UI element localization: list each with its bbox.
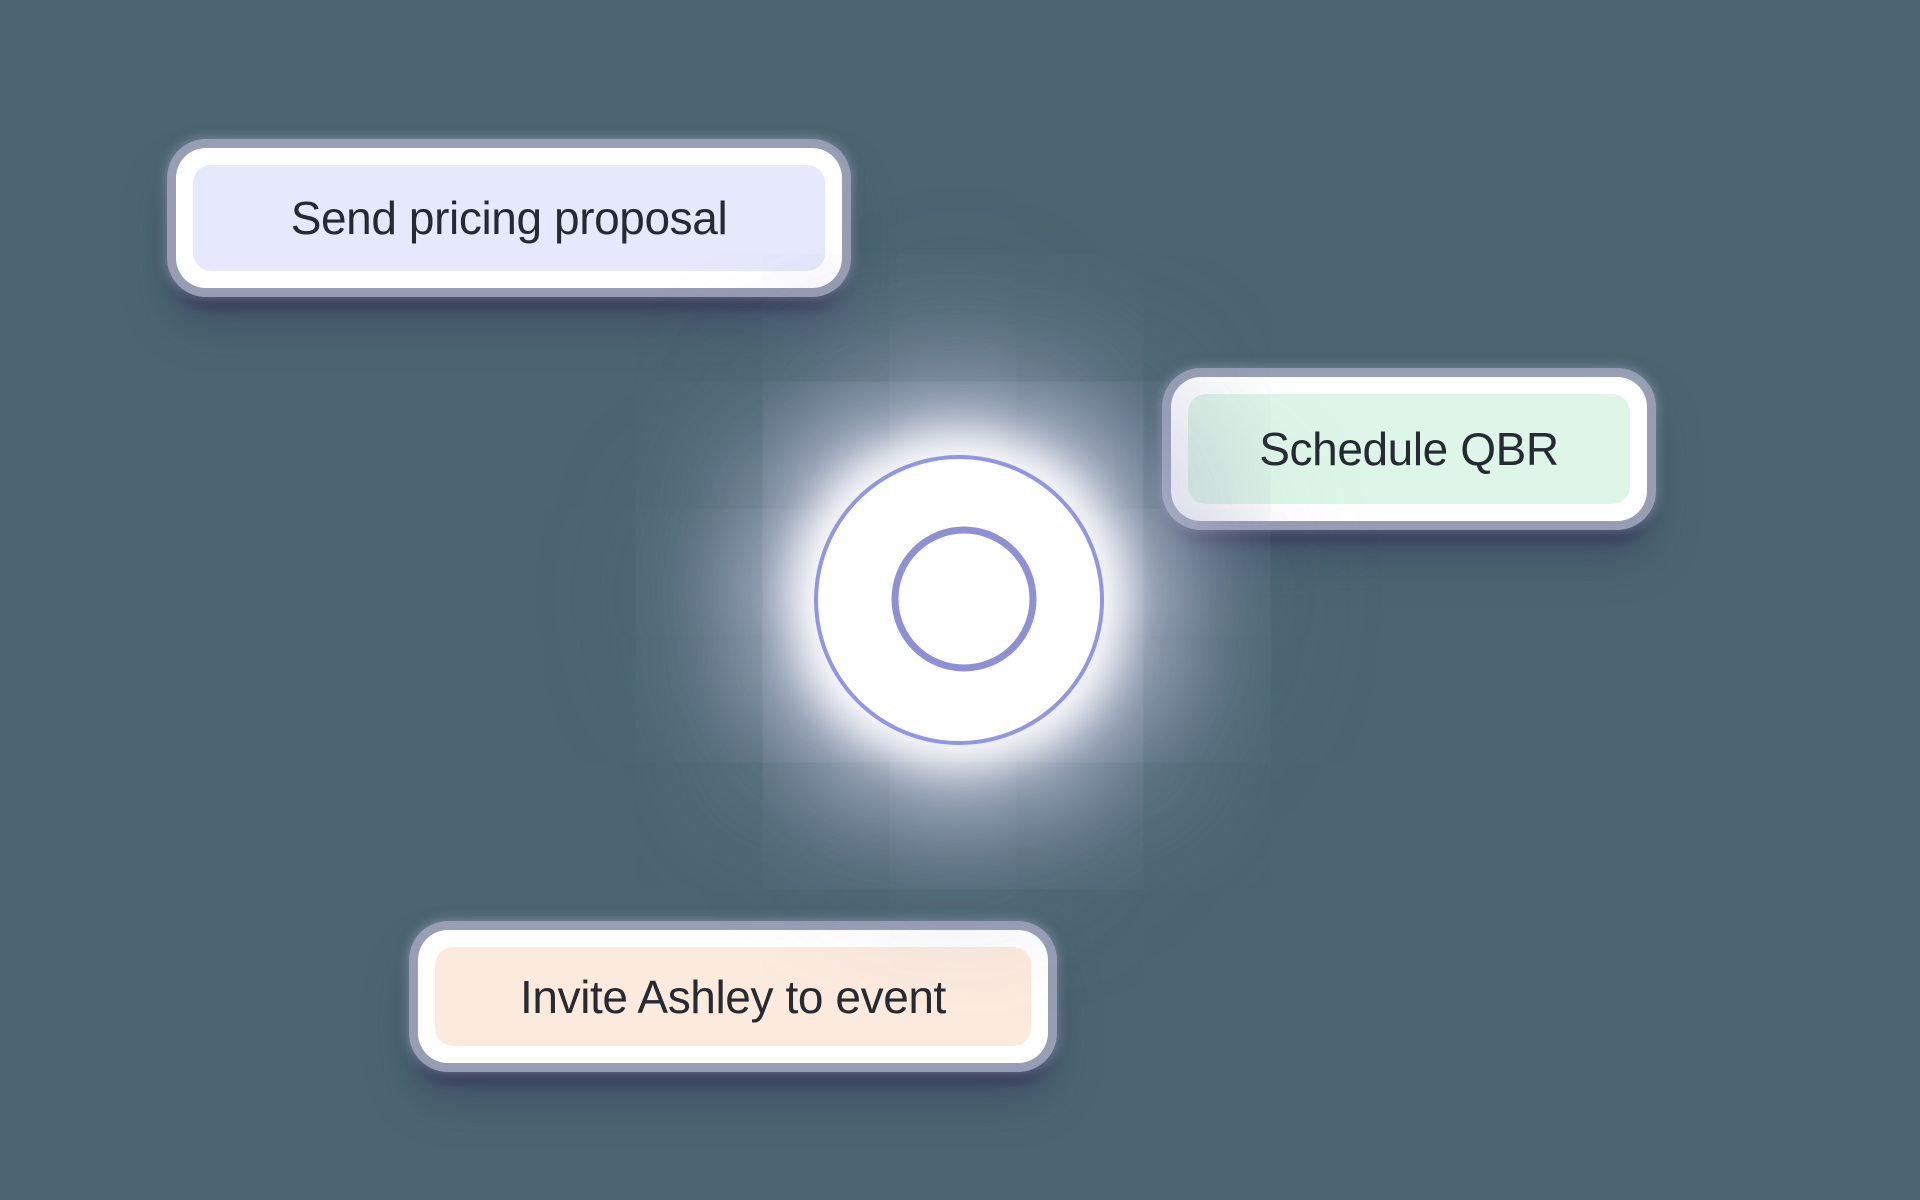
task-card-invite-ashley[interactable]: Invite Ashley to event [418,930,1048,1063]
task-card-fill: Send pricing proposal [193,165,825,271]
task-card-fill: Schedule QBR [1188,394,1630,504]
task-card-schedule-qbr[interactable]: Schedule QBR [1171,377,1647,521]
task-card-label: Invite Ashley to event [520,970,946,1023]
orb-inner-ring-icon [891,526,1037,672]
task-card-label: Send pricing proposal [290,192,728,244]
task-card-fill: Invite Ashley to event [435,947,1031,1046]
task-card-label: Schedule QBR [1259,423,1559,475]
task-card-send-pricing-proposal[interactable]: Send pricing proposal [176,148,842,288]
glowing-target-orb[interactable] [814,455,1104,745]
